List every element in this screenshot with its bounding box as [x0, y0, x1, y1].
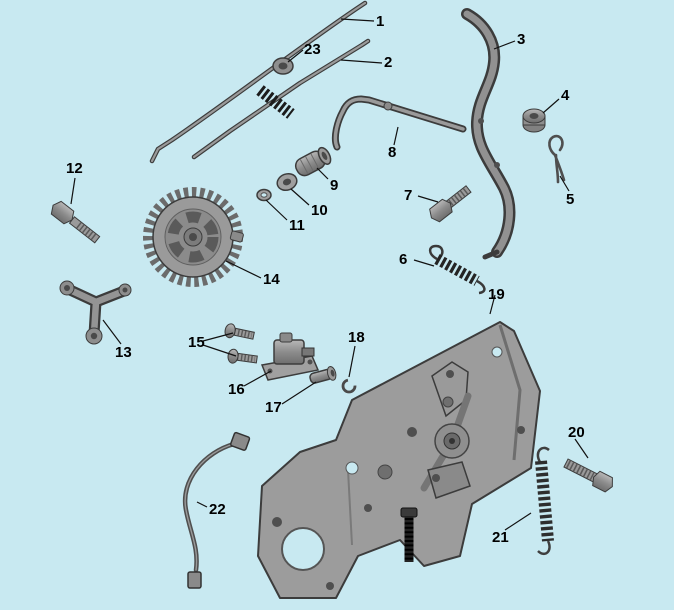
part-2-link-rod — [191, 38, 371, 160]
callout-label-10: 10 — [311, 202, 328, 219]
part-18-clip — [341, 378, 357, 394]
part-5-cotter-pin — [548, 134, 566, 184]
callout-label-15: 15 — [188, 334, 205, 351]
callout-label-2: 2 — [384, 54, 393, 71]
callout-label-5: 5 — [566, 191, 575, 208]
part-14-gear — [143, 187, 244, 287]
callout-label-14: 14 — [263, 271, 280, 288]
part-7-bolt — [429, 185, 472, 223]
callout-label-8: 8 — [388, 144, 397, 161]
callout-label-18: 18 — [348, 329, 365, 346]
part-19-mounting-plate — [257, 321, 541, 599]
callout-leader-lines — [70, 18, 589, 531]
callout-label-6: 6 — [399, 251, 408, 268]
callout-label-3: 3 — [517, 31, 526, 48]
part-11-retaining-ring — [256, 188, 272, 202]
callout-label-7: 7 — [404, 187, 413, 204]
part-9-bushing — [294, 146, 332, 177]
part-12-bolt — [50, 200, 101, 244]
callout-label-22: 22 — [209, 501, 226, 518]
callout-label-12: 12 — [66, 160, 83, 177]
callout-label-4: 4 — [561, 87, 570, 104]
callout-label-17: 17 — [265, 399, 282, 416]
callout-label-23: 23 — [304, 41, 321, 58]
part-8-bent-rod — [331, 95, 467, 151]
callout-label-21: 21 — [492, 529, 509, 546]
part-13-pivot-arm — [59, 280, 132, 345]
part-1-link-rod — [149, 0, 368, 164]
part-6-spring — [428, 244, 486, 295]
part-10-washer — [276, 172, 298, 192]
part-21-extension-spring — [535, 446, 554, 556]
callout-label-16: 16 — [228, 381, 245, 398]
part-15-screws — [224, 323, 258, 364]
part-16-solenoid — [260, 332, 320, 381]
callout-label-11: 11 — [289, 217, 305, 234]
part-3-control-lever — [461, 8, 516, 260]
part-20-bolt — [563, 458, 613, 493]
callout-label-20: 20 — [568, 424, 585, 441]
callout-label-19: 19 — [488, 286, 505, 303]
part-17-pin — [309, 366, 337, 384]
callout-label-13: 13 — [115, 344, 132, 361]
callout-label-9: 9 — [330, 177, 339, 194]
part-4-nut — [522, 108, 546, 133]
part-22-cable — [182, 431, 251, 589]
callout-label-1: 1 — [376, 13, 385, 30]
